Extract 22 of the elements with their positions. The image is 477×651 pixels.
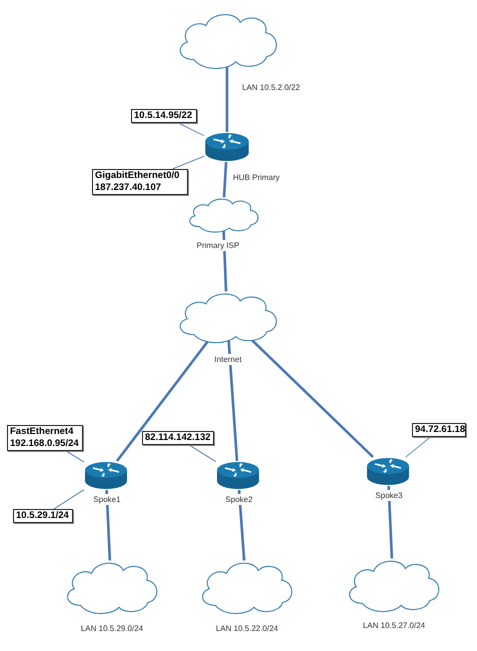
network-link [227, 340, 238, 462]
node-caption: Spoke2 [224, 494, 254, 505]
leader-line [405, 436, 431, 458]
network-link [387, 486, 394, 559]
interface-label: 82.114.142.132 [142, 431, 214, 445]
interface-label: 94.72.61.18 [412, 423, 466, 437]
leader-line [54, 489, 84, 510]
network-link [105, 490, 112, 561]
network-link [222, 162, 228, 198]
node-caption: LAN 10.5.2.0/22 [240, 82, 302, 93]
interface-label: 10.5.29.1/24 [13, 509, 73, 523]
leader-line [188, 444, 216, 462]
leader-line [178, 122, 204, 136]
interface-label: 10.5.14.95/22 [131, 109, 197, 123]
leader-line [66, 450, 84, 462]
interface-label: GigabitEthernet0/0 187.237.40.107 [92, 169, 188, 195]
node-caption: Spoke3 [374, 490, 404, 501]
interface-label: FastEthernet4 192.168.0.95/24 [7, 425, 83, 451]
node-caption: Spoke1 [92, 494, 122, 505]
leader-line [172, 156, 204, 170]
network-link [238, 490, 246, 561]
network-link [226, 66, 228, 132]
